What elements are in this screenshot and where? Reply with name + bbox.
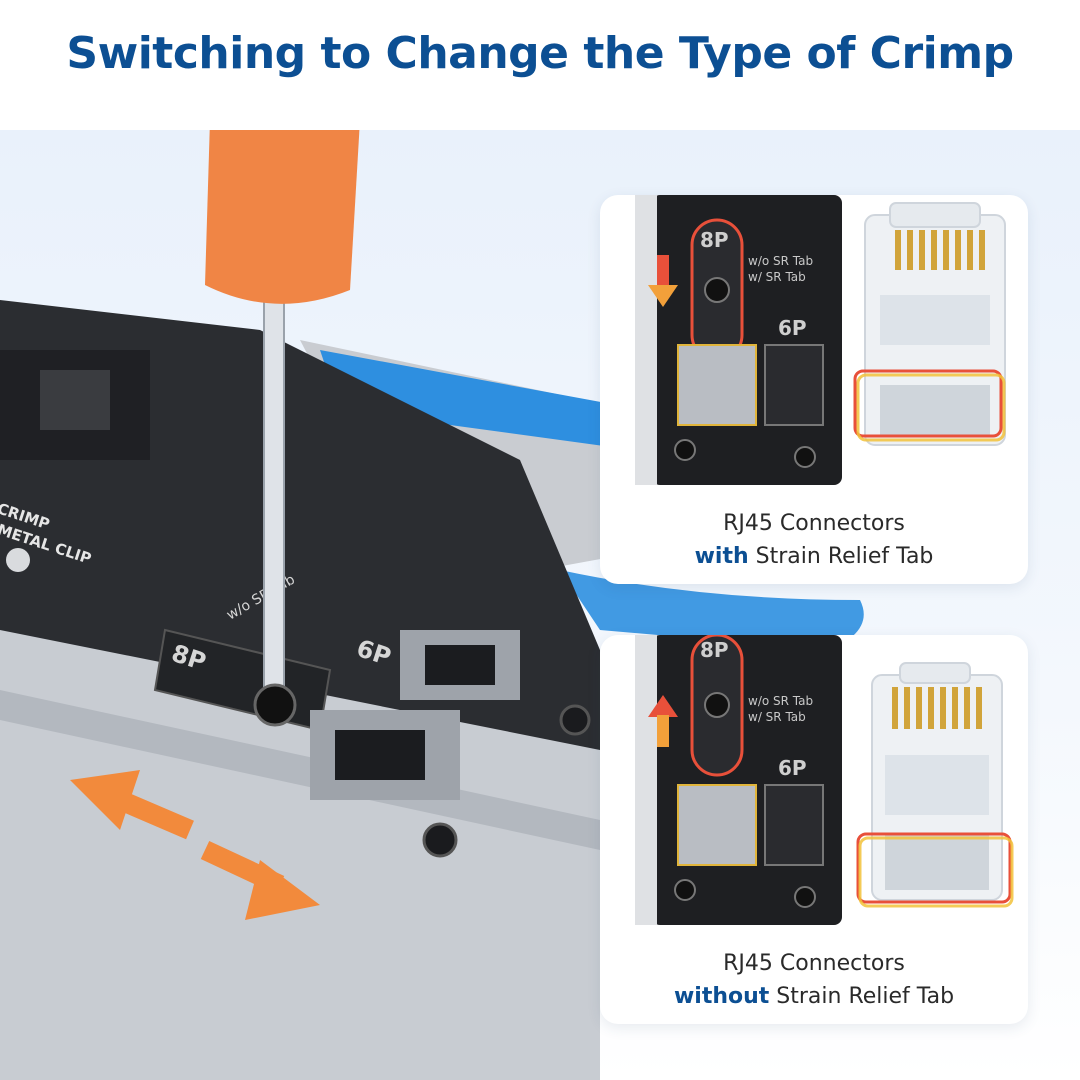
card-1-cavity-6p <box>764 344 824 426</box>
card-2-tab-without: w/o SR Tab <box>748 694 813 708</box>
card-2-tab-with: w/ SR Tab <box>748 710 806 724</box>
card-1-tab-without: w/o SR Tab <box>748 254 813 268</box>
tool-body-edge <box>0 690 600 850</box>
strain-relief-highlight-yellow <box>856 373 1006 442</box>
card-1-illustration: 8P w/o SR Tab w/ SR Tab 6P <box>635 195 1006 485</box>
card-2-label-8p: 8P <box>700 638 729 662</box>
slide-direction-arrow-icon <box>70 770 320 920</box>
card-1-tab-with: w/ SR Tab <box>748 270 806 284</box>
card-2-caption: RJ45 Connectors without Strain Relief Ta… <box>600 947 1028 1013</box>
cavity-8p-inner <box>335 730 425 780</box>
card-1-line1: RJ45 Connectors <box>723 511 905 536</box>
card-1-screw-right <box>794 446 816 468</box>
card-2-illustration: 8P w/o SR Tab w/ SR Tab 6P <box>635 635 1014 925</box>
strain-relief-highlight <box>856 832 1012 904</box>
arrow-down-icon <box>648 255 678 307</box>
card-1-label-8p: 8P <box>700 228 729 252</box>
tool-edge <box>635 635 657 925</box>
card-2-line1: RJ45 Connectors <box>723 951 905 976</box>
rj45-connector-with-tab <box>864 202 1006 446</box>
card-1-cavity-8p <box>677 344 757 426</box>
strain-relief-highlight-yellow <box>858 836 1014 908</box>
card-1-line2: with Strain Relief Tab <box>600 540 1028 573</box>
rj45-connector-without-tab <box>871 662 1003 901</box>
strain-relief-highlight <box>853 369 1003 438</box>
card-1-rest: Strain Relief Tab <box>748 544 934 569</box>
card-2-screw-left <box>674 879 696 901</box>
card-1-caption: RJ45 Connectors with Strain Relief Tab <box>600 507 1028 573</box>
card-without-tab: 8P w/o SR Tab w/ SR Tab 6P RJ45 <box>600 635 1028 1024</box>
header: Switching to Change the Type of Crimp <box>0 0 1080 130</box>
card-2-rest: Strain Relief Tab <box>769 984 955 1009</box>
tool-edge <box>635 195 657 485</box>
card-with-tab: 8P w/o SR Tab w/ SR Tab 6P RJ45 <box>600 195 1028 584</box>
card-2-cavity-8p <box>677 784 757 866</box>
card-2-screw-right <box>794 886 816 908</box>
cavity-6p-inner <box>425 645 495 685</box>
card-2-label-6p: 6P <box>778 756 807 780</box>
die-cavity <box>40 370 110 430</box>
page-title: Switching to Change the Type of Crimp <box>66 28 1014 79</box>
arrow-up-icon <box>648 695 678 747</box>
selector-screw <box>253 683 297 727</box>
handle-blue-lower <box>560 570 864 650</box>
metal-clip-screw <box>6 548 30 572</box>
card-1-label-6p: 6P <box>778 316 807 340</box>
body-screw <box>422 822 458 858</box>
card-2-line2: without Strain Relief Tab <box>600 980 1028 1013</box>
card-1-screw-left <box>674 439 696 461</box>
body-screw-2 <box>559 704 591 736</box>
screwdriver-handle <box>205 130 360 304</box>
card-2-cavity-6p <box>764 784 824 866</box>
card-2-slider-screw <box>704 692 730 718</box>
card-1-accent: with <box>694 544 749 569</box>
card-2-accent: without <box>673 984 770 1009</box>
screwdriver-shaft <box>263 289 285 711</box>
card-1-slider-screw <box>704 277 730 303</box>
